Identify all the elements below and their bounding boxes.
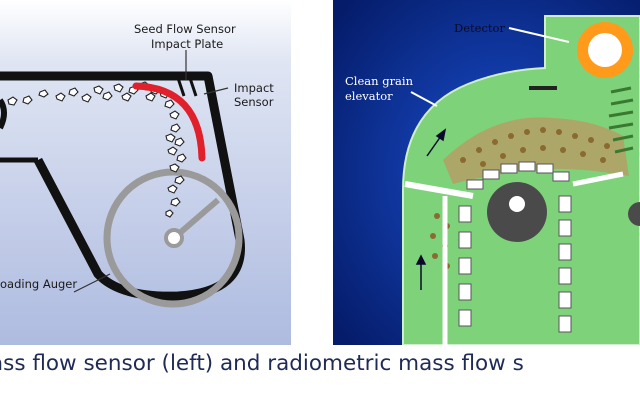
impact-mass-flow-diagram: Seed Flow Sensor Impact Plate Impact Sen… (0, 0, 291, 345)
lower-sprocket (628, 202, 640, 226)
radiometric-sensor-illustration (333, 0, 640, 345)
detector-leader-line (508, 27, 570, 43)
paddle-edge (0, 98, 7, 130)
loading-auger-label: oading Auger (0, 277, 78, 291)
divider-top (404, 181, 474, 199)
elevator-leader-line (410, 91, 438, 107)
housing-slot (529, 86, 557, 90)
grain-dots (430, 127, 610, 269)
figure-caption: mass flow sensor (left) and radiometric … (0, 351, 524, 376)
seed-flow-sensor-label: Seed Flow Sensor (134, 22, 236, 36)
grain-heap (443, 117, 629, 184)
detector-core (588, 33, 622, 67)
sensor-label: Sensor (234, 95, 274, 109)
impact-label: Impact (234, 81, 274, 95)
impact-plate (132, 82, 206, 162)
auger-leader-line (73, 273, 111, 293)
paddle-chain (458, 161, 572, 333)
impact-sensor-leader-line (203, 87, 229, 95)
detector-label: Detector (454, 21, 505, 35)
radiometric-mass-flow-diagram: Detector Clean grain elevator (333, 0, 640, 345)
sprocket-hub (509, 196, 525, 212)
elevator-label: elevator (345, 89, 393, 103)
grain-streaks (608, 86, 634, 154)
flow-arrows (415, 128, 447, 290)
impact-plate-label: Impact Plate (151, 37, 224, 51)
divider-right (572, 171, 624, 187)
auger-wheel (103, 168, 243, 308)
sensor-bracket-2 (188, 77, 198, 97)
clean-grain-label: Clean grain (345, 74, 414, 88)
auger-hub (164, 228, 184, 248)
sensor-bracket (176, 77, 186, 97)
impact-sensor-illustration (0, 0, 291, 345)
